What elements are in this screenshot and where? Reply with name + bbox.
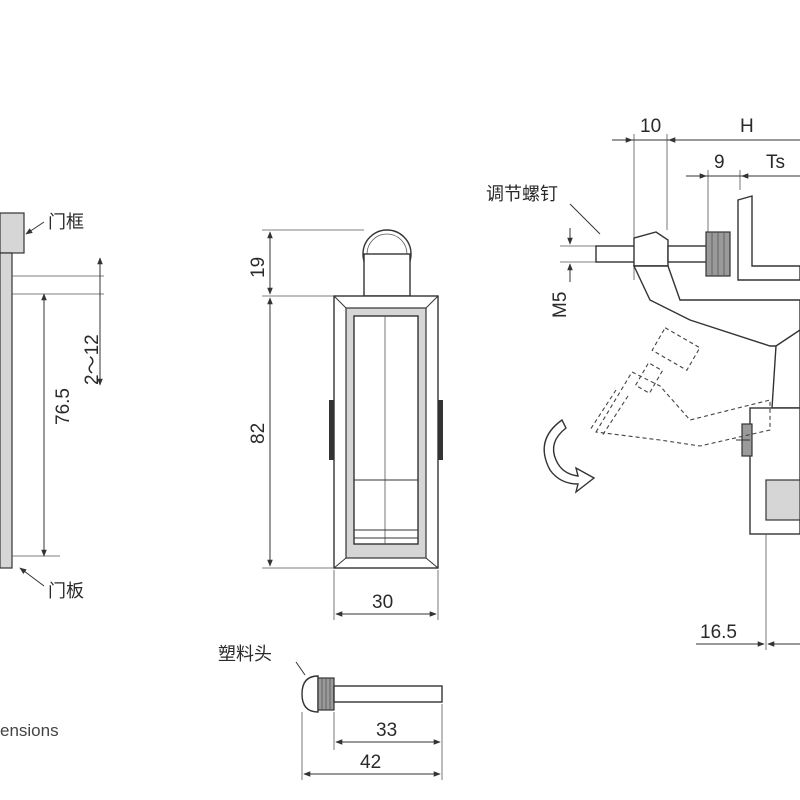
right-side-view: 10 H 9 Ts 调节螺钉 M5 (486, 116, 800, 650)
dim-label-33: 33 (376, 720, 397, 741)
bracket-part (737, 195, 800, 281)
label-adjust-screw: 调节螺钉 (486, 184, 558, 205)
dim-label-2-12: 2～12 (82, 334, 103, 385)
plastic-head-part (301, 675, 319, 713)
dim-label-9: 9 (714, 152, 725, 173)
rotation-arrow-icon (543, 418, 596, 494)
label-plastic-head: 塑料头 (218, 644, 272, 665)
door-frame-part (0, 212, 25, 254)
door-panel-part (0, 252, 13, 569)
dim-label-30: 30 (372, 592, 393, 613)
dim-label-19: 19 (248, 257, 269, 278)
label-door-panel: 门板 (48, 581, 84, 602)
dim-label-42: 42 (360, 752, 381, 773)
leader-door-panel (19, 567, 45, 587)
screw-detail-view: 塑料头 33 42 (218, 644, 443, 780)
caption-text: ensions (0, 721, 59, 740)
left-side-view: 76.5 2～12 门框 门板 ensions (0, 212, 104, 740)
handle-lever (632, 265, 800, 347)
dim-label-Ts: Ts (766, 152, 785, 173)
dashed-rotated-lever (589, 326, 771, 447)
dim-label-76-5: 76.5 (53, 388, 74, 425)
dim-label-H: H (740, 116, 754, 137)
leader-door-frame (25, 221, 45, 235)
dim-label-16-5: 16.5 (700, 622, 737, 643)
front-view: 19 82 30 (248, 229, 443, 620)
label-door-frame: 门框 (48, 212, 84, 233)
dim-label-M5: M5 (550, 292, 571, 318)
dim-label-10: 10 (640, 116, 661, 137)
dim-label-82: 82 (248, 423, 269, 444)
adjust-screw-part (595, 245, 637, 263)
screw-shaft (333, 685, 443, 703)
